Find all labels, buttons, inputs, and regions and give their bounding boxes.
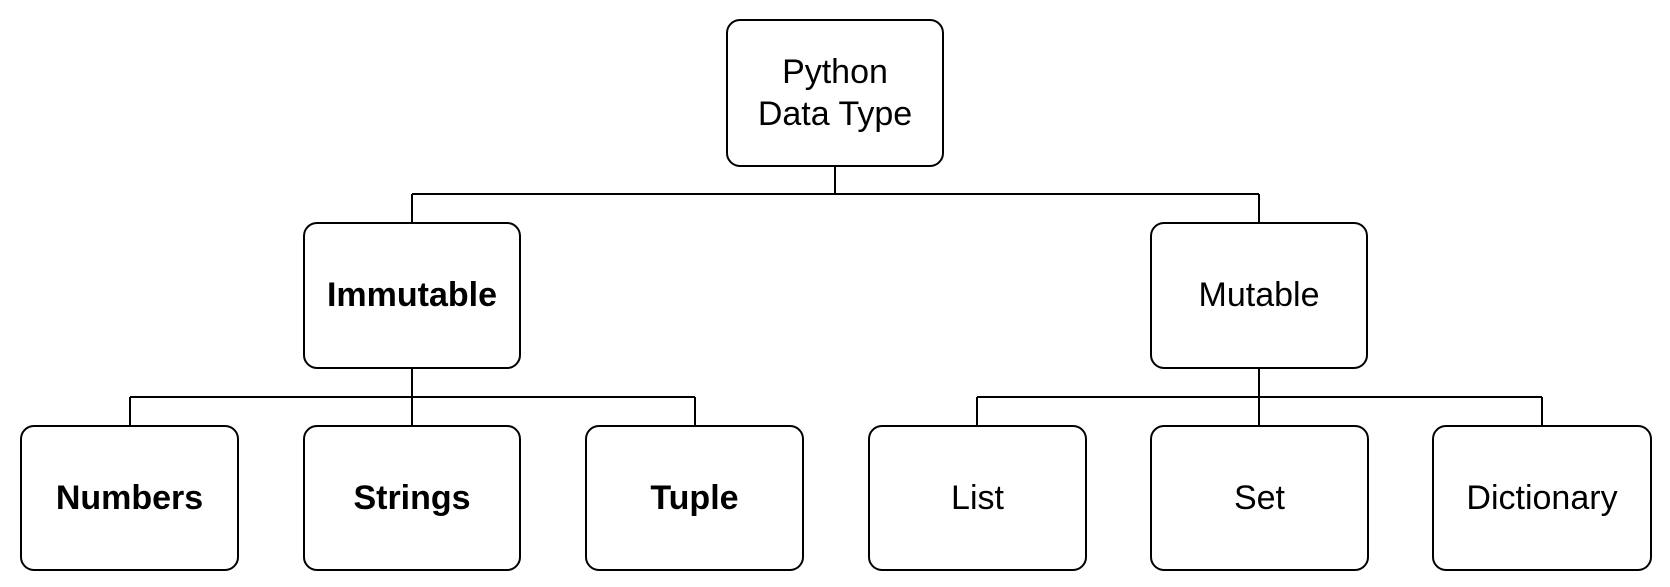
node-set: Set — [1150, 425, 1369, 571]
node-python-data-type: Python Data Type — [726, 19, 944, 167]
node-python-data-type-line1: Python — [782, 52, 888, 91]
node-mutable-label: Mutable — [1198, 276, 1320, 315]
node-dictionary: Dictionary — [1432, 425, 1652, 571]
node-immutable: Immutable — [303, 222, 521, 369]
node-numbers: Numbers — [20, 425, 239, 571]
node-list-label: List — [951, 478, 1004, 517]
node-set-label: Set — [1233, 478, 1286, 517]
node-tuple: Tuple — [585, 425, 804, 571]
node-tuple-label: Tuple — [650, 478, 739, 517]
node-python-data-type-line2: Data Type — [757, 95, 913, 133]
node-list: List — [868, 425, 1087, 571]
node-strings: Strings — [303, 425, 521, 571]
node-numbers-label: Numbers — [55, 478, 204, 517]
node-mutable: Mutable — [1150, 222, 1368, 369]
node-strings-label: Strings — [353, 478, 471, 517]
node-dictionary-label: Dictionary — [1466, 478, 1618, 517]
node-immutable-label: Immutable — [326, 276, 498, 315]
